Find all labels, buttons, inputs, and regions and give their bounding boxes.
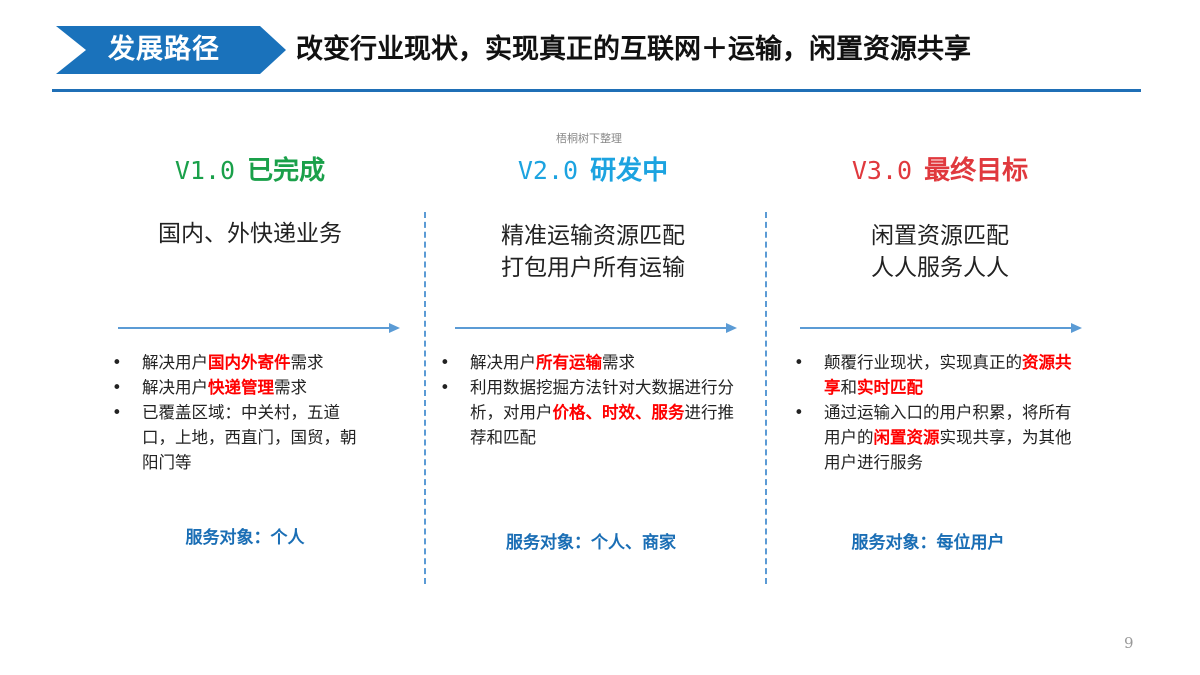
arrow-right-icon — [800, 322, 1082, 334]
section-tag-banner — [56, 26, 286, 74]
column-title: V3.0 最终目标 — [780, 150, 1100, 187]
status-label: 已完成 — [247, 156, 326, 186]
status-label: 研发中 — [590, 156, 669, 186]
subtitle-line: 国内、外快递业务 — [158, 221, 342, 247]
arrow-right-icon — [118, 322, 400, 334]
section-tag-label: 发展路径 — [108, 34, 220, 65]
watermark: 梧桐树下整理 — [556, 132, 622, 145]
version-label: V2.0 — [517, 156, 579, 185]
list-item: •利用数据挖掘方法针对大数据进行分析，对用户价格、时效、服务进行推荐和匹配 — [440, 378, 734, 447]
subtitle-line: 闲置资源匹配 — [871, 223, 1009, 249]
column-subtitle: 闲置资源匹配 人人服务人人 — [780, 220, 1100, 284]
slide-title: 改变行业现状，实现真正的互联网＋运输，闲置资源共享 — [296, 34, 971, 65]
column-subtitle: 精准运输资源匹配 打包用户所有运输 — [433, 220, 753, 284]
service-target: 服务对象：每位用户 — [851, 533, 1005, 553]
column-title: V1.0 已完成 — [90, 150, 410, 187]
list-item: •颠覆行业现状，实现真正的资源共享和实时匹配 — [794, 353, 1072, 397]
page-number: 9 — [1124, 634, 1134, 652]
service-target: 服务对象：个人 — [185, 528, 305, 548]
column-subtitle: 国内、外快递业务 — [90, 218, 410, 250]
arrow-right-icon — [455, 322, 737, 334]
version-label: V1.0 — [174, 156, 236, 185]
column-title: V2.0 研发中 — [433, 150, 753, 187]
bullet-list: •解决用户所有运输需求 •利用数据挖掘方法针对大数据进行分析，对用户价格、时效、… — [438, 350, 738, 450]
column-divider — [424, 212, 426, 584]
list-item: •已覆盖区域：中关村，五道口，上地，西直门，国贸，朝阳门等 — [112, 403, 357, 472]
version-label: V3.0 — [851, 156, 913, 185]
column-divider — [765, 212, 767, 584]
bullet-list: •解决用户国内外寄件需求 •解决用户快递管理需求 •已覆盖区域：中关村，五道口，… — [110, 350, 400, 475]
subtitle-line: 人人服务人人 — [871, 255, 1009, 281]
subtitle-line: 打包用户所有运输 — [501, 255, 685, 281]
service-target: 服务对象：个人、商家 — [506, 533, 676, 553]
list-item: •解决用户国内外寄件需求 — [112, 353, 324, 372]
list-item: •解决用户所有运输需求 — [440, 353, 635, 372]
bullet-list: •颠覆行业现状，实现真正的资源共享和实时匹配 •通过运输入口的用户积累，将所有用… — [792, 350, 1092, 475]
list-item: •通过运输入口的用户积累，将所有用户的闲置资源实现共享，为其他用户进行服务 — [794, 403, 1072, 472]
status-label: 最终目标 — [924, 156, 1029, 186]
header-divider — [52, 89, 1141, 92]
subtitle-line: 精准运输资源匹配 — [501, 223, 685, 249]
list-item: •解决用户快递管理需求 — [112, 378, 307, 397]
